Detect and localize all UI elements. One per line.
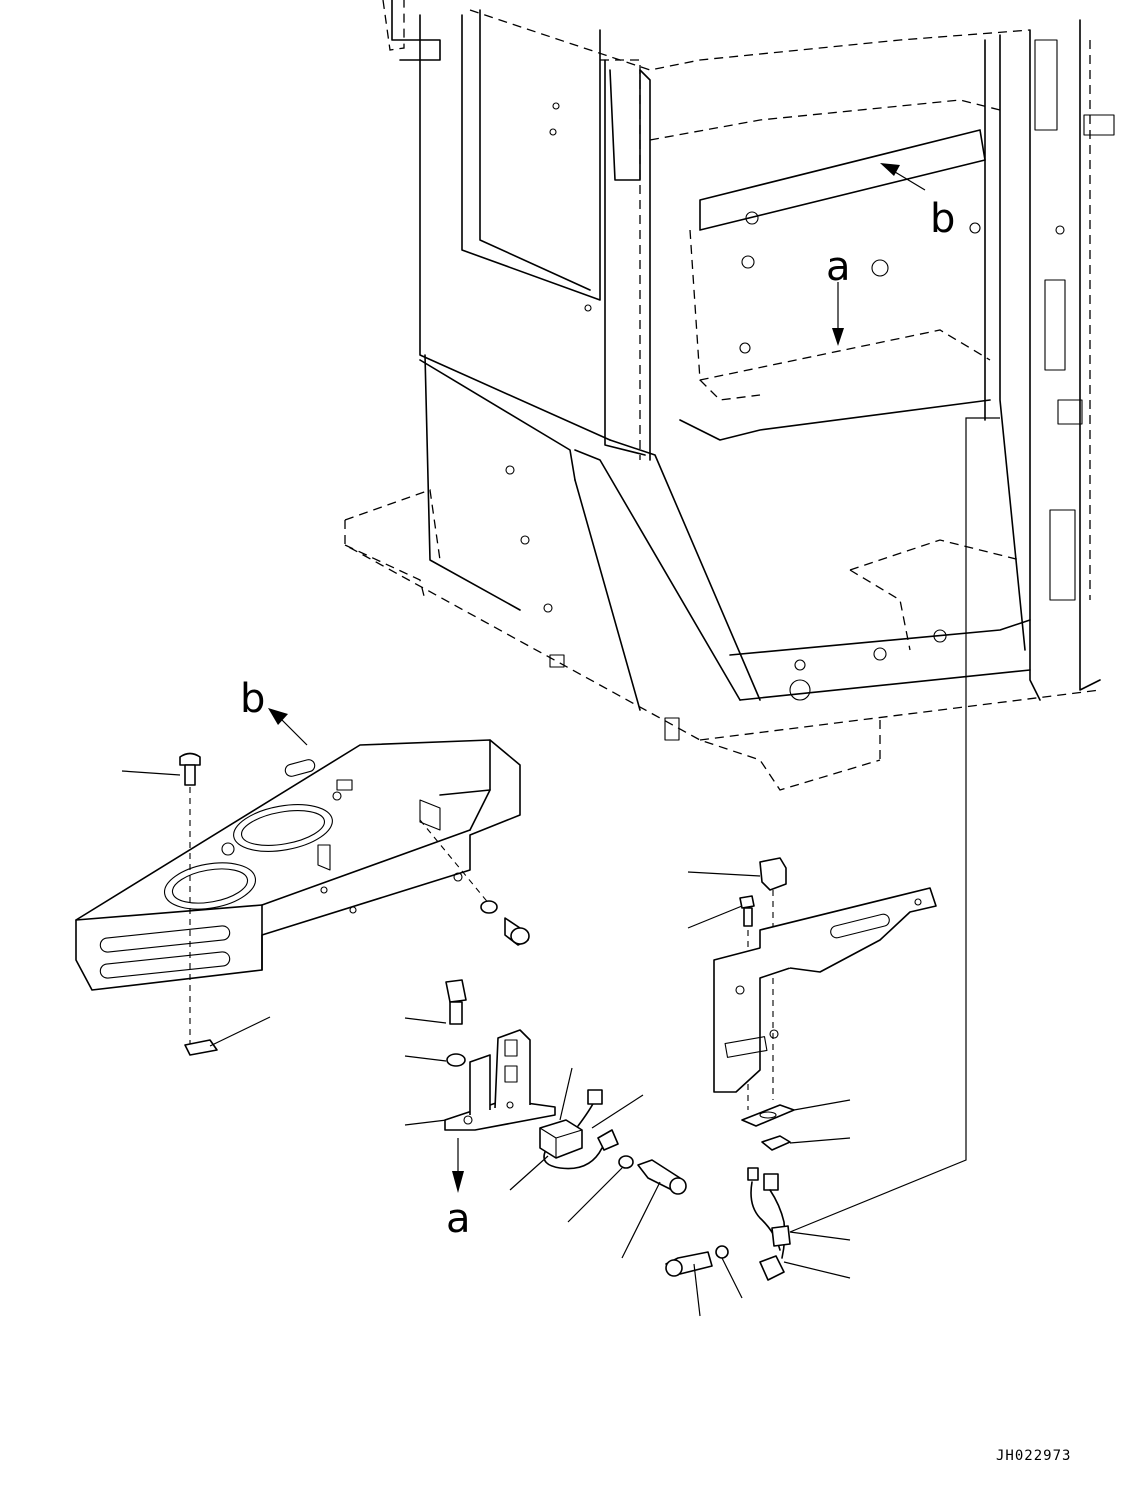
- washer-bolt-right: [419, 819, 530, 946]
- switch-bracket-assembly: [665, 857, 937, 1317]
- cab-assembly: [344, 0, 1115, 791]
- connection-line: [789, 417, 1000, 1233]
- view-arrow-b-detail: b: [240, 676, 308, 746]
- label-a-top: a: [826, 244, 851, 290]
- bracket-plate: [75, 739, 521, 991]
- clip-under-plate: [184, 1016, 271, 1056]
- panel-holes: [505, 102, 1065, 613]
- label-b-detail: b: [240, 676, 265, 722]
- label-a-detail: a: [446, 1196, 471, 1242]
- relay-bracket-assembly: a: [404, 979, 687, 1259]
- drawing-code: JH022973: [996, 1448, 1071, 1464]
- view-arrow-b-top: b: [880, 163, 955, 242]
- label-b-top: b: [930, 196, 955, 242]
- view-arrow-a-top: a: [826, 244, 851, 346]
- bolt-top-left: [121, 752, 201, 1045]
